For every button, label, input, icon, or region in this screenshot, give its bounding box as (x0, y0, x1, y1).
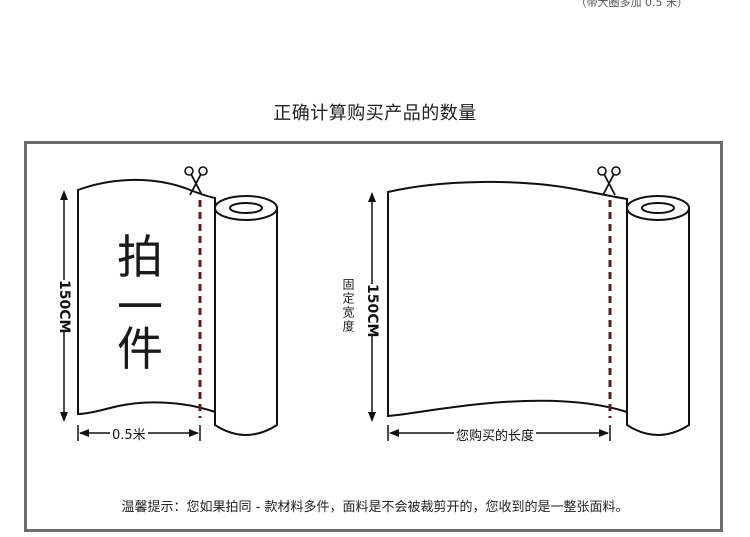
left-roll-body (214, 208, 278, 436)
left-fabric-roll (77, 178, 278, 436)
right-fabric-roll (387, 180, 690, 436)
tip-text: 温馨提示：您如果拍同 - 款材料多件，面料是不会被裁剪开的，您收到的是一整张面料… (121, 500, 629, 515)
right-fabric-sheet (387, 180, 628, 418)
big-char-1: 拍 (117, 230, 163, 284)
top-note: （带大圈多加 0.5 米） (575, 0, 689, 9)
fixed-width-label: 固定宽度 (341, 278, 355, 334)
right-height-label: 150CM (364, 284, 380, 338)
left-height-label: 150CM (56, 280, 72, 334)
purchase-length-label: 您购买的长度 (454, 425, 537, 444)
scissors-icon (597, 166, 621, 196)
big-char-2: 一 (117, 280, 163, 334)
page-title: 正确计算购买产品的数量 (273, 103, 477, 124)
right-roll-core (641, 202, 675, 214)
scissors-icon (184, 166, 208, 196)
right-roll-body (626, 208, 690, 436)
left-width-label: 0.5米 (110, 424, 148, 443)
left-roll-core (229, 202, 263, 214)
big-char-3: 件 (117, 322, 163, 376)
